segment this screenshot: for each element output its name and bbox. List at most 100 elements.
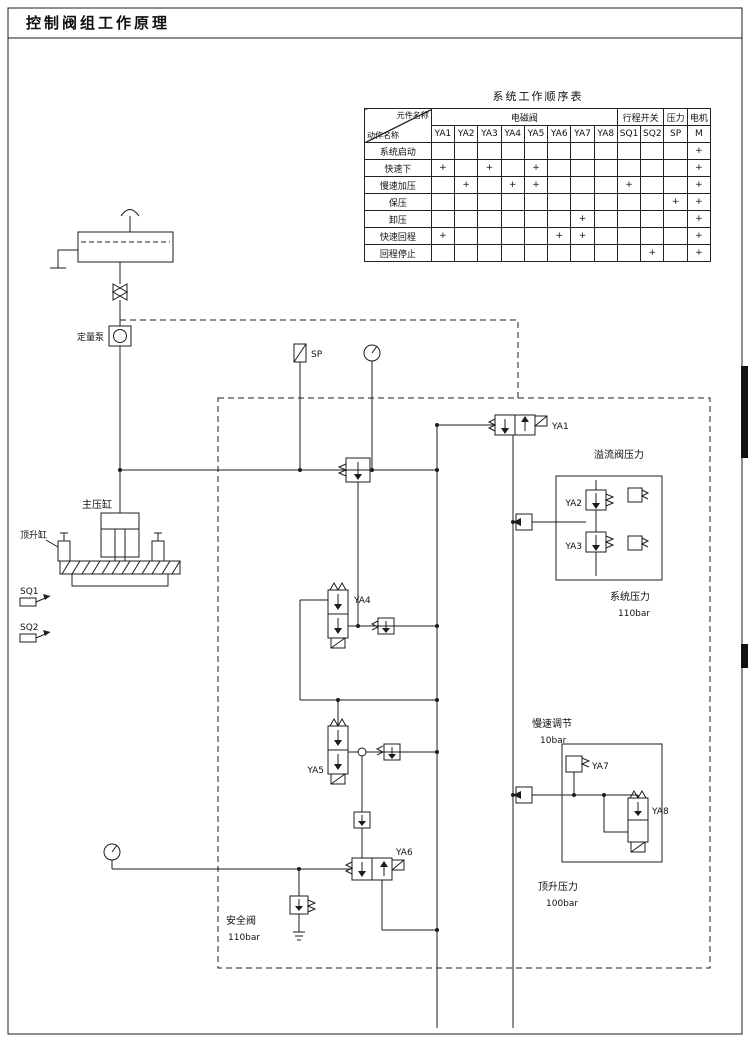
spring-icon bbox=[580, 757, 591, 768]
mark-cell bbox=[616, 159, 642, 177]
table-row: 快速下++++ bbox=[364, 159, 712, 177]
sp-label: SP bbox=[311, 350, 323, 360]
solenoid-icon bbox=[330, 773, 346, 785]
mark-cell: + bbox=[430, 227, 456, 245]
mark-cell bbox=[500, 227, 525, 245]
valve-icon bbox=[565, 755, 583, 773]
mark-cell: + bbox=[523, 176, 549, 194]
sq2-label: SQ2 bbox=[20, 623, 39, 633]
mark-cell bbox=[570, 244, 595, 262]
mark-cell bbox=[593, 244, 618, 262]
mark-cell: + bbox=[663, 193, 688, 211]
mark-cell bbox=[616, 193, 642, 211]
mark-cell bbox=[430, 210, 456, 228]
platen bbox=[59, 560, 181, 575]
mark-cell bbox=[663, 244, 688, 262]
mark-cell bbox=[663, 176, 688, 194]
mark-cell bbox=[663, 159, 688, 177]
mark-cell bbox=[477, 176, 502, 194]
mark-cell: + bbox=[523, 159, 549, 177]
slow-speed-label: 慢速调节 bbox=[532, 718, 572, 730]
spring-icon bbox=[375, 745, 385, 756]
pressure-switch-sp: SP bbox=[293, 343, 323, 472]
sheet-frame bbox=[7, 7, 748, 1035]
jack-cylinder-label: 顶升缸 bbox=[20, 529, 47, 541]
mark-cell bbox=[547, 193, 572, 211]
mark-cell bbox=[616, 210, 642, 228]
action-label: 回程停止 bbox=[364, 244, 432, 262]
table-row: 系统启动+ bbox=[364, 142, 712, 160]
pilot-line bbox=[120, 319, 519, 398]
mark-cell bbox=[454, 142, 479, 160]
column-header: SP bbox=[663, 125, 688, 143]
mark-cell bbox=[570, 193, 595, 211]
main-cylinder-label: 主压缸 bbox=[82, 498, 112, 511]
mark-cell: + bbox=[500, 176, 525, 194]
spring-icon bbox=[604, 493, 615, 507]
mark-cell bbox=[593, 193, 618, 211]
ya5-label: YA5 bbox=[306, 766, 324, 776]
relief-assembly: 溢流阀压力 YA2 YA3 系统压力 110bar bbox=[511, 448, 663, 619]
mark-cell bbox=[430, 244, 456, 262]
mark-cell: + bbox=[477, 159, 502, 177]
sequence-table-title: 系统工作顺序表 bbox=[492, 90, 584, 103]
valve-ya4: YA4 bbox=[299, 581, 439, 700]
jack-cylinder-icon bbox=[151, 540, 165, 562]
pilot-stage-icon bbox=[627, 535, 643, 551]
mark-cell bbox=[640, 227, 665, 245]
cylinder-icon bbox=[100, 512, 140, 558]
jack-pressure-value: 100bar bbox=[546, 899, 578, 909]
corner-top-label: 元件名称 bbox=[396, 111, 429, 120]
valve-ya1: YA1 bbox=[435, 414, 569, 436]
mark-cell bbox=[523, 142, 549, 160]
solenoid-icon bbox=[391, 859, 405, 871]
mark-cell bbox=[616, 244, 642, 262]
limit-switch-icon bbox=[19, 633, 37, 643]
column-header: SQ1 bbox=[616, 125, 642, 143]
table-row: 卸压++ bbox=[364, 210, 712, 228]
action-label: 保压 bbox=[364, 193, 432, 211]
limit-switch-icon bbox=[19, 597, 37, 607]
corner-bottom-label: 动作名称 bbox=[367, 131, 399, 140]
action-label: 快速下 bbox=[364, 159, 432, 177]
mark-cell bbox=[547, 176, 572, 194]
system-pressure-value: 110bar bbox=[618, 609, 650, 619]
spring-icon bbox=[344, 861, 354, 875]
mark-cell bbox=[454, 210, 479, 228]
mark-cell: + bbox=[686, 193, 712, 211]
action-label: 快速回程 bbox=[364, 227, 432, 245]
mark-cell bbox=[454, 193, 479, 211]
mark-cell bbox=[570, 142, 595, 160]
column-header: YA7 bbox=[570, 125, 595, 143]
safety-valve: 安全阀 110bar bbox=[226, 869, 317, 943]
mark-cell bbox=[523, 193, 549, 211]
solenoid-icon bbox=[330, 637, 346, 649]
mark-cell: + bbox=[686, 159, 712, 177]
mark-cell bbox=[593, 210, 618, 228]
valve-group-boundary bbox=[217, 397, 711, 969]
mark-cell bbox=[500, 193, 525, 211]
mark-cell: + bbox=[686, 210, 712, 228]
mark-cell bbox=[640, 159, 665, 177]
table-row: 慢速加压+++++ bbox=[364, 176, 712, 194]
safety-valve-value: 110bar bbox=[228, 933, 260, 943]
table-row: 保压 ++ bbox=[364, 193, 712, 211]
pressure-gauge-top bbox=[363, 344, 439, 472]
spring-icon bbox=[306, 899, 317, 913]
drop-check-valve bbox=[353, 756, 371, 858]
mark-cell: + bbox=[616, 176, 642, 194]
oil-tank bbox=[50, 209, 174, 269]
slow-speed-value: 10bar bbox=[540, 736, 567, 746]
mark-cell bbox=[477, 227, 502, 245]
ya1-label: YA1 bbox=[551, 422, 569, 432]
column-header: YA8 bbox=[593, 125, 618, 143]
mark-cell bbox=[454, 244, 479, 262]
mark-cell: + bbox=[570, 227, 595, 245]
mark-cell bbox=[500, 159, 525, 177]
mark-cell bbox=[593, 176, 618, 194]
limit-switches: SQ1 SQ2 bbox=[19, 587, 51, 643]
mark-cell bbox=[454, 227, 479, 245]
mark-cell bbox=[430, 176, 456, 194]
